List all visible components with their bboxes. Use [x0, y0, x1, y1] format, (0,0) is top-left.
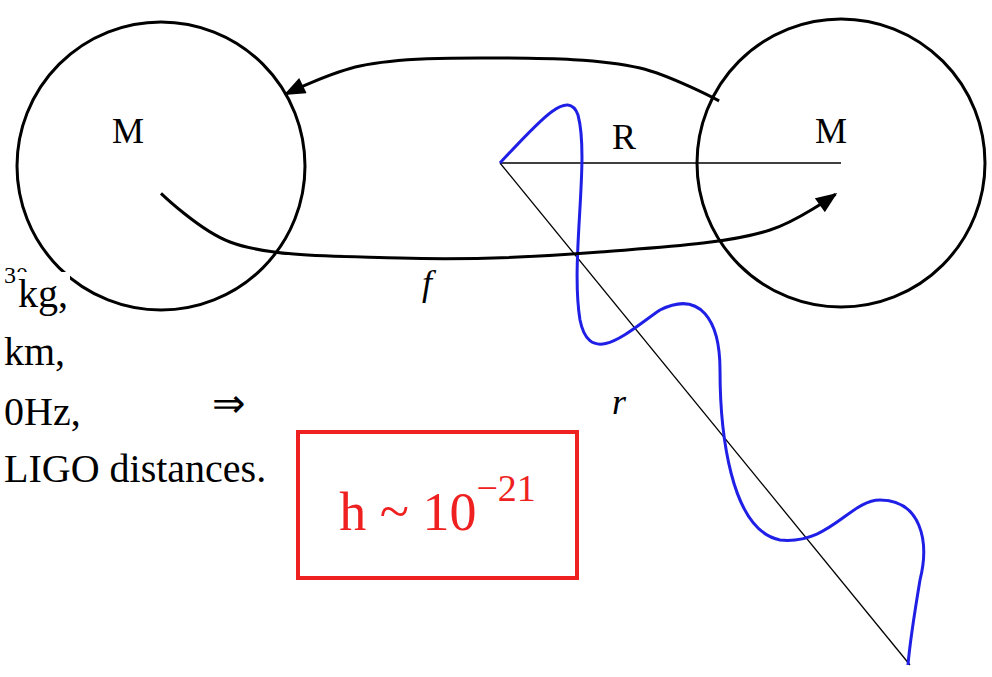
distance-label: r [610, 383, 628, 423]
frequency-label: f [420, 264, 434, 304]
separation-line [500, 162, 841, 163]
text-group: M [815, 112, 847, 152]
text-group: M [112, 112, 144, 152]
circle-outline [17, 22, 305, 310]
separation-label: R [610, 118, 638, 158]
mass-circle: M [15, 20, 307, 312]
exponent-text: −21 [476, 467, 535, 509]
node-text: M [815, 111, 847, 151]
text-group: h ~ 10−21 [339, 468, 536, 542]
node-text: M [112, 111, 144, 151]
parameter-text: LIGO distances. [2, 447, 268, 491]
result-box: h ~ 10−21 [296, 430, 579, 580]
circle-outline [695, 17, 987, 309]
parameter-text: km, [2, 330, 67, 374]
orbit-arrow [161, 193, 835, 258]
orbit-arrow [286, 58, 719, 101]
mass-circle: M [695, 17, 987, 309]
circle-outline [15, 20, 307, 312]
node-text: h ~ 10 [339, 482, 476, 542]
circle-outline [697, 19, 985, 307]
gravitational-wave [500, 105, 924, 665]
parameter-text: kg, [16, 272, 70, 316]
implies-symbol: ⇒ [210, 382, 248, 426]
parameter-text: 0Hz, [2, 390, 83, 434]
distance-line [500, 163, 910, 665]
